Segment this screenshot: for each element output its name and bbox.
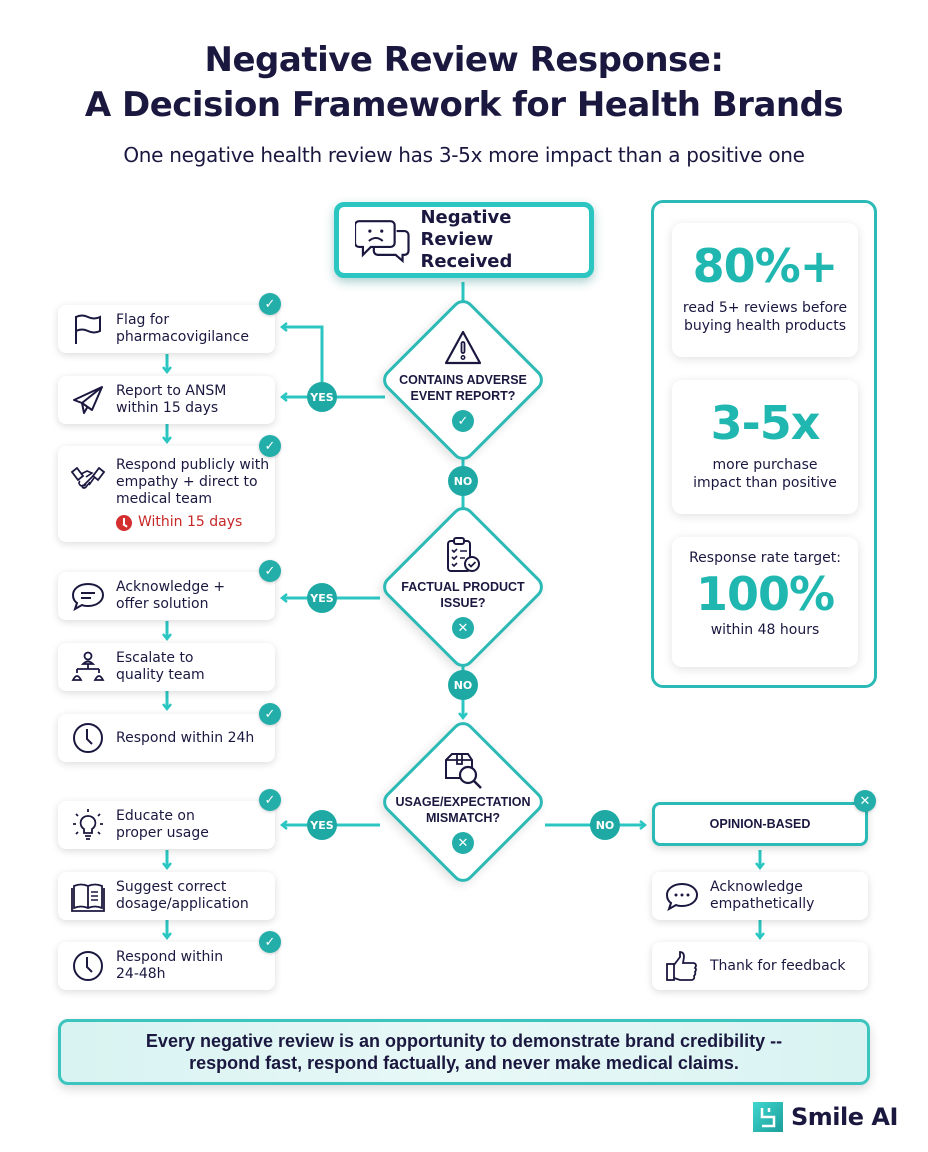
- decision-question: CONTAINS ADVERSE EVENT REPORT?: [399, 373, 527, 403]
- decision-question: USAGE/EXPECTATION MISMATCH?: [395, 795, 531, 825]
- step-suggest-dosage: Suggest correct dosage/application: [58, 872, 275, 920]
- check-icon: ✓: [259, 560, 281, 582]
- check-icon: ✓: [259, 435, 281, 457]
- step-escalate-quality: Escalate to quality team: [58, 643, 275, 691]
- decision-usage-mismatch: USAGE/EXPECTATION MISMATCH? ✕: [378, 717, 548, 887]
- page-subtitle: One negative health review has 3-5x more…: [123, 143, 805, 167]
- stat-value: 80%+: [692, 239, 839, 293]
- chat-dots-icon: [665, 882, 699, 912]
- deadline-warning: Within 15 days: [116, 514, 269, 531]
- clock-icon: [73, 951, 103, 981]
- step-acknowledge-offer-solution: Acknowledge + offer solution: [58, 572, 275, 620]
- page-title-line2: A Decision Framework for Health Brands: [84, 85, 844, 125]
- start-node-label: Negative Review Received: [420, 207, 513, 272]
- no-label: NO: [590, 810, 620, 840]
- thumbs-up-icon: [666, 951, 697, 981]
- stat-value: 100%: [695, 567, 835, 621]
- footer-message: Every negative review is an opportunity …: [58, 1019, 870, 1085]
- stat-card-impact: 3-5x more purchase impact than positive: [672, 380, 858, 514]
- lightbulb-icon: [73, 809, 103, 840]
- no-label: NO: [448, 466, 478, 496]
- brand-logo: Smile AI: [753, 1102, 898, 1132]
- start-node-negative-review: Negative Review Received: [334, 202, 594, 278]
- warning-triangle-icon: [444, 330, 482, 365]
- yes-label: YES: [307, 810, 337, 840]
- flag-icon: [75, 314, 101, 344]
- opinion-based-node: OPINION-BASED: [652, 802, 868, 846]
- x-badge-icon: ✕: [854, 790, 876, 812]
- yes-label: YES: [307, 382, 337, 412]
- stat-value: 3-5x: [710, 396, 821, 450]
- no-label: NO: [448, 670, 478, 700]
- x-badge-icon: ✕: [452, 832, 474, 854]
- decision-adverse-event: CONTAINS ADVERSE EVENT REPORT? ✓: [378, 295, 548, 465]
- stat-caption: read 5+ reviews before buying health pro…: [682, 300, 848, 334]
- stat-card-reviews: 80%+ read 5+ reviews before buying healt…: [672, 223, 858, 357]
- stat-caption: more purchase impact than positive: [693, 457, 837, 491]
- stat-card-response-rate: Response rate target: 100% within 48 hou…: [672, 537, 858, 667]
- brand-name: Smile AI: [791, 1103, 898, 1131]
- package-search-icon: [445, 753, 482, 789]
- handshake-icon: [70, 466, 106, 489]
- open-book-icon: [71, 883, 105, 912]
- decision-factual-issue: FACTUAL PRODUCT ISSUE? ✕: [378, 502, 548, 672]
- org-chart-icon: [71, 651, 105, 681]
- check-icon: ✓: [259, 789, 281, 811]
- page-title-line1: Negative Review Response:: [204, 40, 724, 80]
- red-clock-icon: [116, 514, 132, 531]
- paper-plane-icon: [73, 386, 103, 414]
- step-respond-24h: Respond within 24h: [58, 714, 275, 762]
- check-badge-icon: ✓: [452, 410, 474, 432]
- stat-pre: Response rate target:: [689, 550, 841, 566]
- clipboard-check-icon: [447, 537, 480, 572]
- check-icon: ✓: [259, 293, 281, 315]
- step-respond-24-48h: Respond within 24-48h: [58, 942, 275, 990]
- check-icon: ✓: [259, 703, 281, 725]
- x-badge-icon: ✕: [452, 617, 474, 639]
- smile-ai-logo-icon: [753, 1102, 783, 1132]
- stat-caption: within 48 hours: [710, 622, 820, 638]
- stats-panel: 80%+ read 5+ reviews before buying healt…: [651, 200, 877, 688]
- step-thank-feedback: Thank for feedback: [652, 942, 868, 990]
- decision-question: FACTUAL PRODUCT ISSUE?: [401, 580, 525, 610]
- check-icon: ✓: [259, 931, 281, 953]
- sad-chat-bubbles-icon: [355, 220, 410, 264]
- step-acknowledge-empathetically: Acknowledge empathetically: [652, 872, 868, 920]
- step-report-ansm: Report to ANSM within 15 days: [58, 376, 275, 424]
- chat-bubble-icon: [71, 582, 105, 612]
- clock-icon: [73, 723, 103, 753]
- yes-label: YES: [307, 583, 337, 613]
- step-educate-usage: Educate on proper usage: [58, 801, 275, 849]
- step-respond-publicly: Respond publicly with empathy + direct t…: [58, 446, 275, 542]
- step-flag-pharmacovigilance: Flag for pharmacovigilance: [58, 305, 275, 353]
